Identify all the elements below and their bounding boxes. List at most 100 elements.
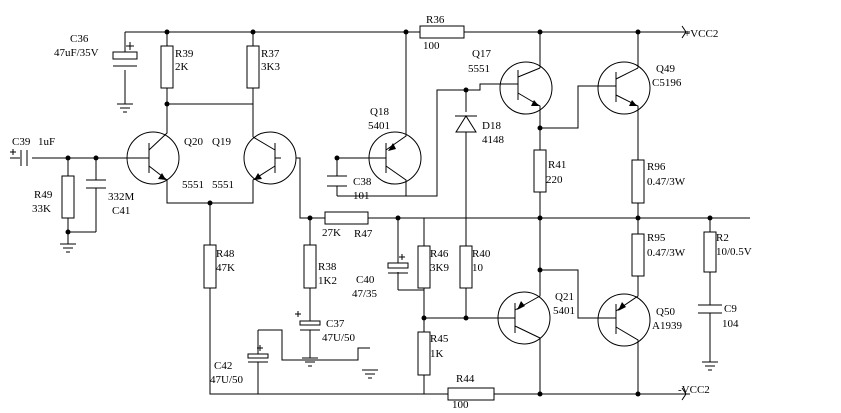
resistor-r39 — [160, 45, 174, 89]
resistor-r49 — [61, 175, 75, 219]
transistor-q17 — [499, 61, 553, 115]
label-r47-value: 27K — [322, 227, 341, 239]
label-c42-ref: C42 — [214, 360, 232, 372]
label-c41-value: 332M — [108, 191, 135, 203]
label-c37-value: 47U/50 — [322, 332, 356, 344]
resistor-r46 — [417, 245, 431, 289]
label-r37-ref: R37 — [261, 48, 280, 60]
label-c41-ref: C41 — [112, 205, 130, 217]
resistor-r2 — [703, 231, 717, 273]
label-r38-ref: R38 — [318, 261, 337, 273]
transistor-q49 — [597, 61, 651, 115]
label-r2-ref: R2 — [716, 232, 729, 244]
label-r36-value: 100 — [423, 40, 440, 52]
label-c38-value: 101 — [353, 190, 370, 202]
label-r36-ref: R36 — [426, 14, 445, 26]
label-r47-ref: R47 — [354, 228, 373, 240]
label-r41-ref: R41 — [548, 159, 566, 171]
transistor-q21 — [496, 290, 551, 345]
label-q21-ref: Q21 — [555, 291, 574, 303]
label-q17-ref: Q17 — [472, 48, 491, 60]
label-r39-ref: R39 — [175, 48, 194, 60]
labels: +VCC2 -VCC2 C36 47uF/35V R39 2K R37 3K3 … — [12, 14, 752, 411]
label-q19-ref: Q19 — [212, 136, 231, 148]
label-c9-ref: C9 — [724, 303, 737, 315]
label-c40-ref: C40 — [356, 274, 375, 286]
transistor-q50 — [597, 290, 651, 348]
label-r48-ref: R48 — [216, 248, 235, 260]
label-c9-value: 104 — [722, 318, 739, 330]
label-r40-ref: R40 — [472, 248, 491, 260]
label-r44-value: 100 — [452, 399, 469, 411]
label-d18-ref: D18 — [482, 120, 501, 132]
transistor-q20 — [126, 128, 180, 185]
label-r49-value: 33K — [32, 203, 51, 215]
label-r46-ref: R46 — [430, 248, 449, 260]
rail-vcc-negative: -VCC2 — [678, 384, 710, 396]
capacitor-c42 — [247, 345, 269, 363]
resistor-r95 — [631, 233, 645, 277]
capacitor-c9 — [698, 304, 722, 314]
diode-d18 — [455, 115, 477, 133]
label-r96-ref: R96 — [647, 161, 666, 173]
label-c40-value: 47/35 — [352, 288, 378, 300]
label-c37-ref: C37 — [326, 318, 345, 330]
transistor-q18 — [366, 130, 422, 186]
resistor-r38 — [303, 244, 317, 289]
label-c36-ref: C36 — [70, 33, 89, 45]
capacitor-c37 — [295, 311, 321, 331]
label-q18-ref: Q18 — [370, 106, 389, 118]
label-c42-value: 47U/50 — [210, 374, 244, 386]
label-r45-ref: R45 — [430, 333, 449, 345]
wires — [10, 25, 750, 401]
transistors — [126, 61, 651, 348]
label-r38-value: 1K2 — [318, 275, 337, 287]
label-r48-value: 47K — [216, 262, 235, 274]
label-r46-value: 3K9 — [430, 262, 449, 274]
capacitors — [10, 42, 722, 363]
label-q20-ref: Q20 — [184, 136, 203, 148]
capacitor-c40 — [387, 254, 409, 274]
resistor-r45 — [417, 331, 431, 376]
capacitor-c41 — [86, 179, 106, 189]
label-q18-value: 5401 — [368, 120, 390, 132]
label-c39-ref: C39 — [12, 136, 31, 148]
label-r40-value: 10 — [472, 262, 484, 274]
label-q17-value: 5551 — [468, 63, 490, 75]
label-r44-ref: R44 — [456, 373, 475, 385]
capacitor-c36 — [112, 42, 138, 67]
label-q21-value: 5401 — [553, 305, 575, 317]
label-r95-value: 0.47/3W — [647, 247, 686, 259]
transistor-q19 — [243, 131, 297, 185]
label-c36-value: 47uF/35V — [54, 47, 99, 59]
label-r2-value: 10/0.5V — [716, 246, 752, 258]
label-d18-value: 4148 — [482, 134, 505, 146]
resistor-r44 — [447, 387, 495, 401]
label-q50-ref: Q50 — [656, 306, 675, 318]
resistor-r37 — [246, 45, 260, 89]
label-c39-value: 1uF — [38, 136, 55, 148]
label-r96-value: 0.47/3W — [647, 176, 686, 188]
label-r45-value: 1K — [430, 348, 444, 360]
label-q19-value: 5551 — [212, 179, 234, 191]
resistor-r48 — [203, 244, 217, 289]
label-q49-ref: Q49 — [656, 63, 675, 75]
resistor-r47 — [324, 211, 369, 225]
label-r95-ref: R95 — [647, 232, 666, 244]
label-r37-value: 3K3 — [261, 61, 280, 73]
label-q49-value: C5196 — [652, 77, 682, 89]
label-q50-value: A1939 — [652, 320, 682, 332]
rail-vcc-positive: +VCC2 — [684, 28, 718, 40]
label-c38-ref: C38 — [353, 176, 372, 188]
capacitor-c39 — [10, 149, 28, 166]
resistor-r41 — [533, 149, 547, 193]
junctions — [65, 29, 713, 397]
label-r49-ref: R49 — [34, 189, 53, 201]
resistors — [61, 25, 717, 401]
label-q20-value: 5551 — [182, 179, 204, 191]
resistor-r36 — [419, 25, 465, 39]
label-r39-value: 2K — [175, 61, 189, 73]
label-r41-value: 220 — [546, 174, 563, 186]
resistor-r40 — [459, 245, 473, 289]
